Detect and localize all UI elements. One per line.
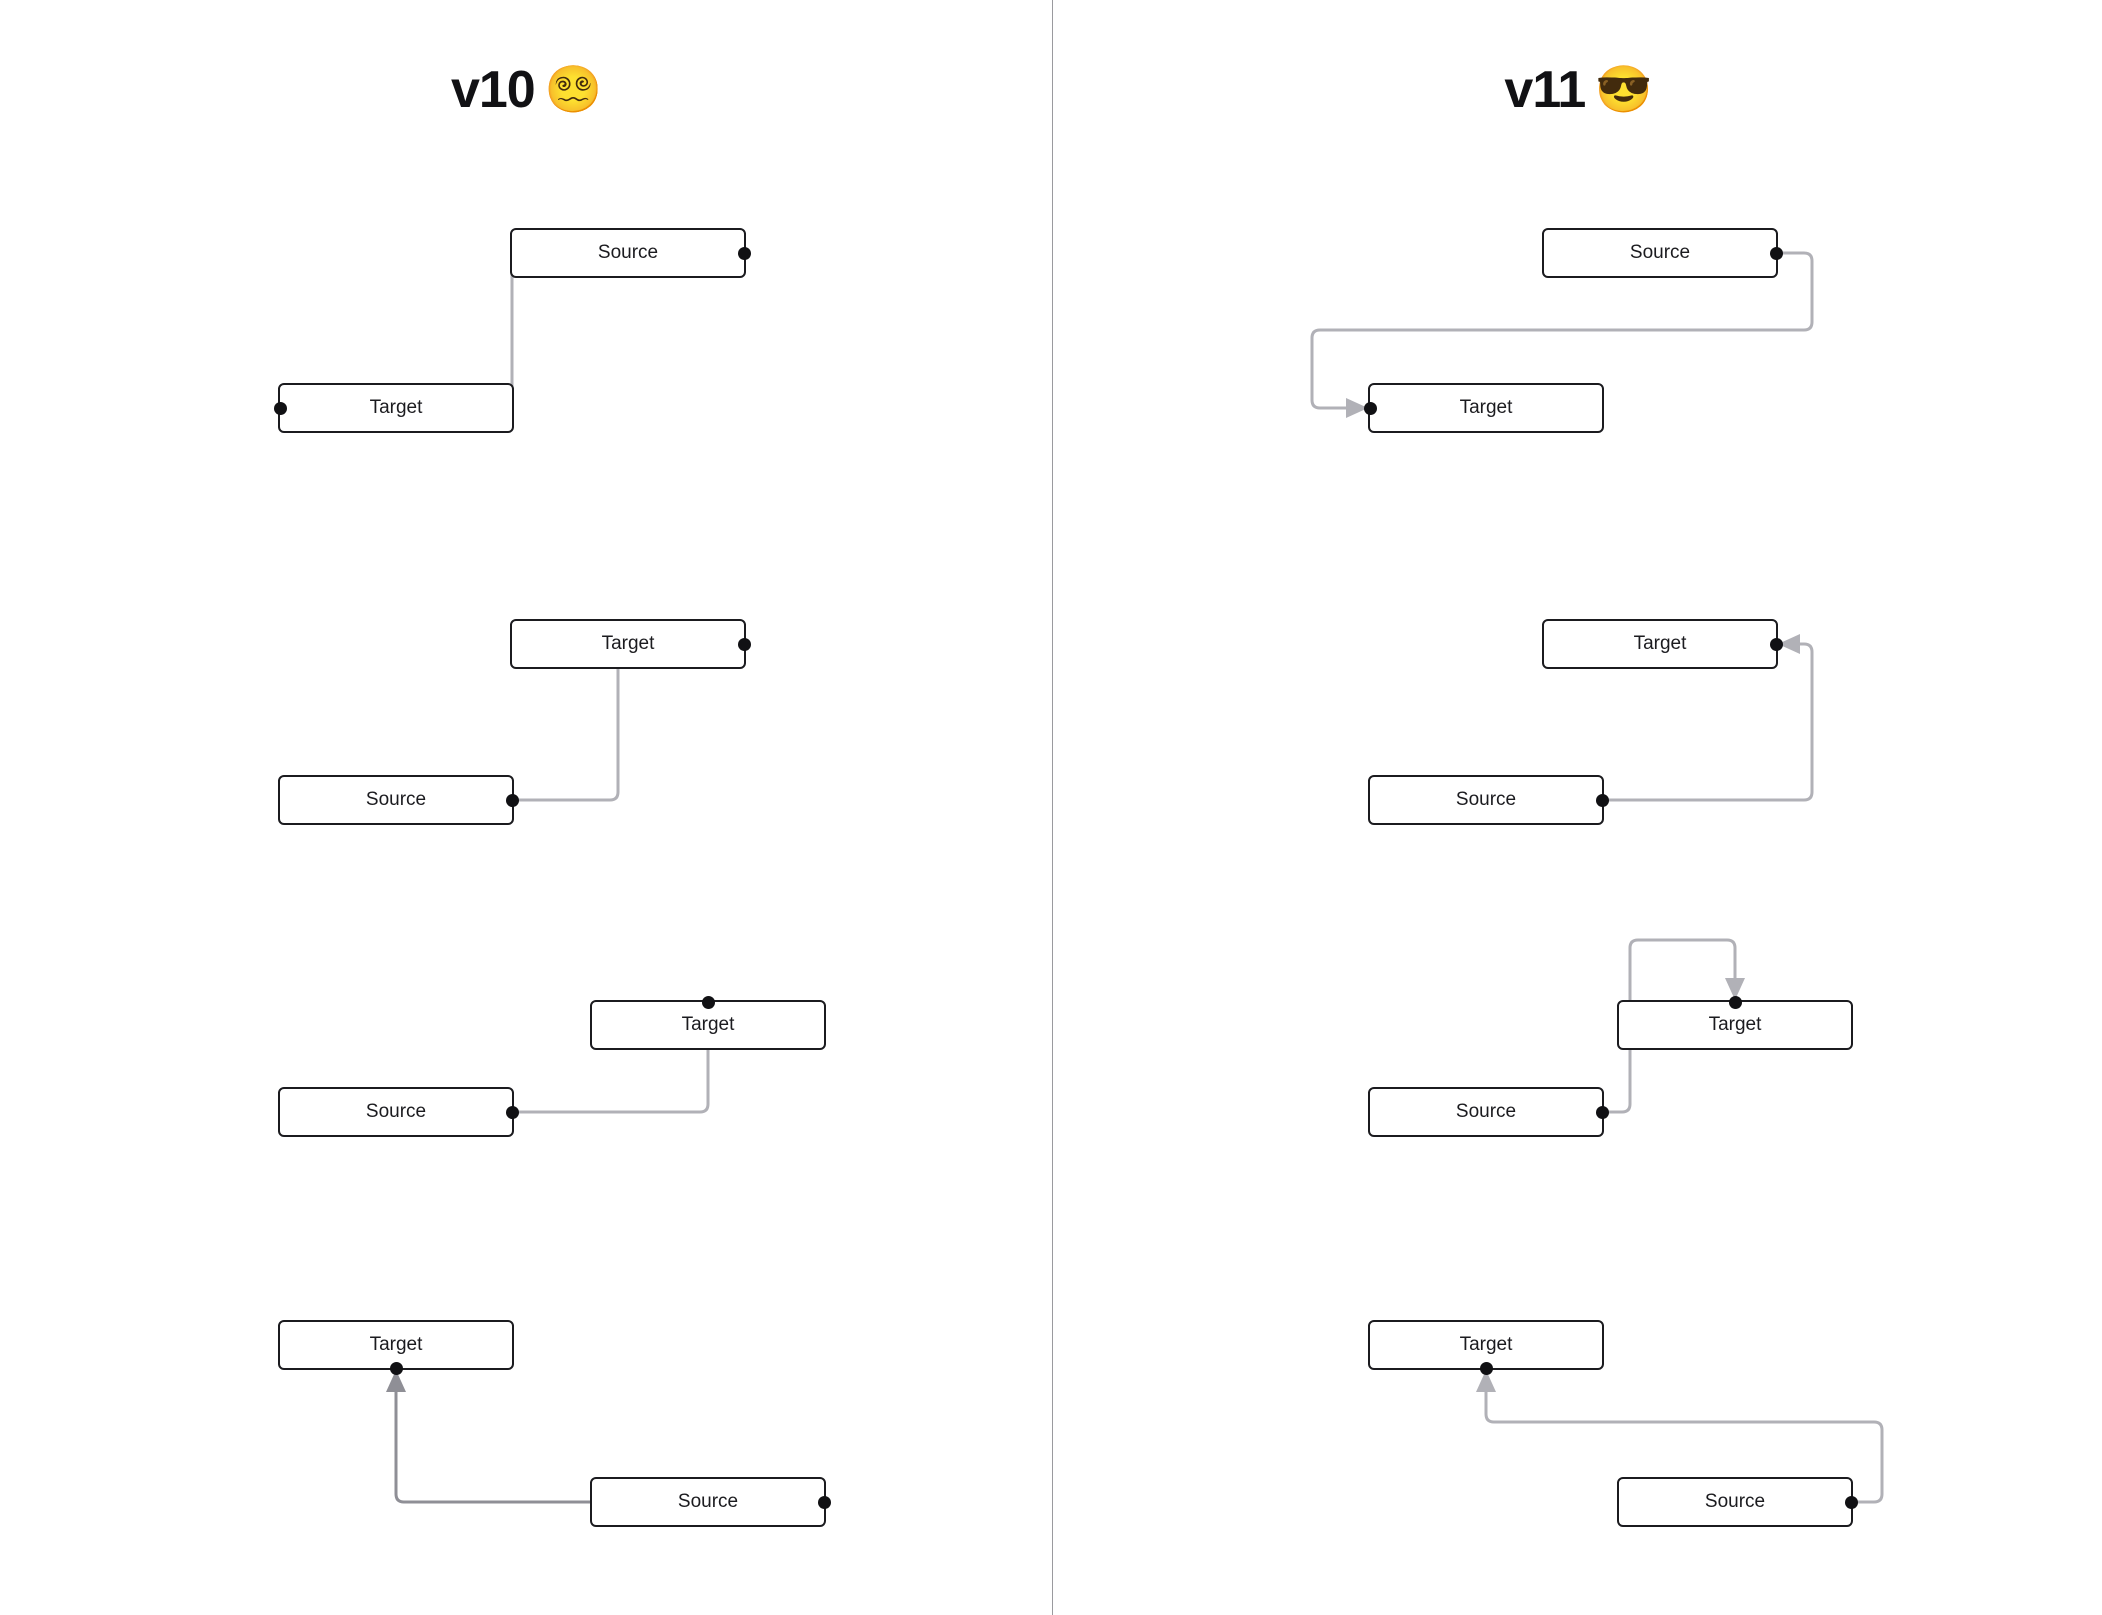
edge-arrowhead-v11-case-2 bbox=[1778, 634, 1800, 654]
source-node[interactable]: Source bbox=[1368, 775, 1609, 825]
source-node[interactable]: Source bbox=[1542, 228, 1783, 278]
source-node[interactable]: Source bbox=[1617, 1477, 1858, 1527]
panel-title-text: v10 bbox=[450, 61, 536, 119]
target-node[interactable]: Target bbox=[1617, 996, 1853, 1050]
panel-title-v11: v11😎 bbox=[1052, 60, 2102, 120]
edge-layer-v11 bbox=[1310, 251, 1884, 1504]
target-node[interactable]: Target bbox=[278, 1320, 514, 1375]
handle-right-icon[interactable] bbox=[1596, 1106, 1609, 1119]
edge-v10-case-3[interactable] bbox=[514, 1000, 710, 1114]
node-label: Target bbox=[1459, 397, 1513, 418]
handle-right-icon[interactable] bbox=[738, 247, 751, 260]
node-label: Target bbox=[369, 397, 423, 418]
source-node[interactable]: Source bbox=[510, 228, 751, 278]
node-label: Target bbox=[369, 1334, 423, 1355]
edge-arrowhead-v11-case-1 bbox=[1346, 398, 1368, 418]
node-label: Source bbox=[365, 1101, 427, 1122]
target-node[interactable]: Target bbox=[1542, 619, 1783, 669]
node-label: Target bbox=[1633, 633, 1687, 654]
face-with-spiral-eyes-emoji: 😵‍💫 bbox=[544, 63, 602, 115]
source-node[interactable]: Source bbox=[278, 775, 519, 825]
handle-right-icon[interactable] bbox=[506, 1106, 519, 1119]
handle-bottom-icon[interactable] bbox=[390, 1362, 403, 1375]
panel-title-text: v11 bbox=[1504, 61, 1586, 119]
node-label: Source bbox=[1629, 242, 1691, 263]
handle-left-icon[interactable] bbox=[1364, 402, 1377, 415]
node-label: Source bbox=[1455, 789, 1517, 810]
target-node[interactable]: Target bbox=[1368, 1320, 1604, 1375]
handle-right-icon[interactable] bbox=[1770, 638, 1783, 651]
edge-arrowhead-v10-case-4 bbox=[386, 1370, 406, 1392]
edge-arrowhead-v11-case-3 bbox=[1725, 978, 1745, 1000]
node-label: Source bbox=[677, 1491, 739, 1512]
source-node[interactable]: Source bbox=[278, 1087, 519, 1137]
handle-right-icon[interactable] bbox=[738, 638, 751, 651]
handle-bottom-icon[interactable] bbox=[1480, 1362, 1493, 1375]
node-label: Target bbox=[601, 633, 655, 654]
edge-arrowhead-v11-case-4 bbox=[1476, 1370, 1496, 1392]
node-label: Source bbox=[1704, 1491, 1766, 1512]
handle-right-icon[interactable] bbox=[1845, 1496, 1858, 1509]
target-node[interactable]: Target bbox=[1364, 383, 1604, 433]
node-label: Source bbox=[365, 789, 427, 810]
handle-top-icon[interactable] bbox=[702, 996, 715, 1009]
target-node[interactable]: Target bbox=[590, 996, 826, 1050]
target-node[interactable]: Target bbox=[510, 619, 751, 669]
node-label: Target bbox=[681, 1014, 735, 1035]
source-node[interactable]: Source bbox=[1368, 1087, 1609, 1137]
edge-v11-case-2[interactable] bbox=[1604, 642, 1814, 802]
panel-title-v10: v10😵‍💫 bbox=[0, 60, 1052, 120]
handle-left-icon[interactable] bbox=[274, 402, 287, 415]
target-node[interactable]: Target bbox=[274, 383, 514, 433]
edge-v11-case-1[interactable] bbox=[1310, 251, 1814, 410]
node-label: Source bbox=[597, 242, 659, 263]
handle-top-icon[interactable] bbox=[1729, 996, 1742, 1009]
edge-v11-case-4[interactable] bbox=[1484, 1392, 1884, 1504]
edge-v10-case-4[interactable] bbox=[394, 1392, 826, 1504]
node-label: Source bbox=[1455, 1101, 1517, 1122]
handle-right-icon[interactable] bbox=[506, 794, 519, 807]
edge-v11-case-3[interactable] bbox=[1604, 938, 1737, 1114]
node-label: Target bbox=[1459, 1334, 1513, 1355]
smiling-face-with-sunglasses-emoji: 😎 bbox=[1595, 63, 1652, 115]
handle-right-icon[interactable] bbox=[1596, 794, 1609, 807]
source-node[interactable]: Source bbox=[590, 1477, 831, 1527]
handle-right-icon[interactable] bbox=[1770, 247, 1783, 260]
node-label: Target bbox=[1708, 1014, 1762, 1035]
panel-divider bbox=[1052, 0, 1053, 1615]
handle-right-icon[interactable] bbox=[818, 1496, 831, 1509]
